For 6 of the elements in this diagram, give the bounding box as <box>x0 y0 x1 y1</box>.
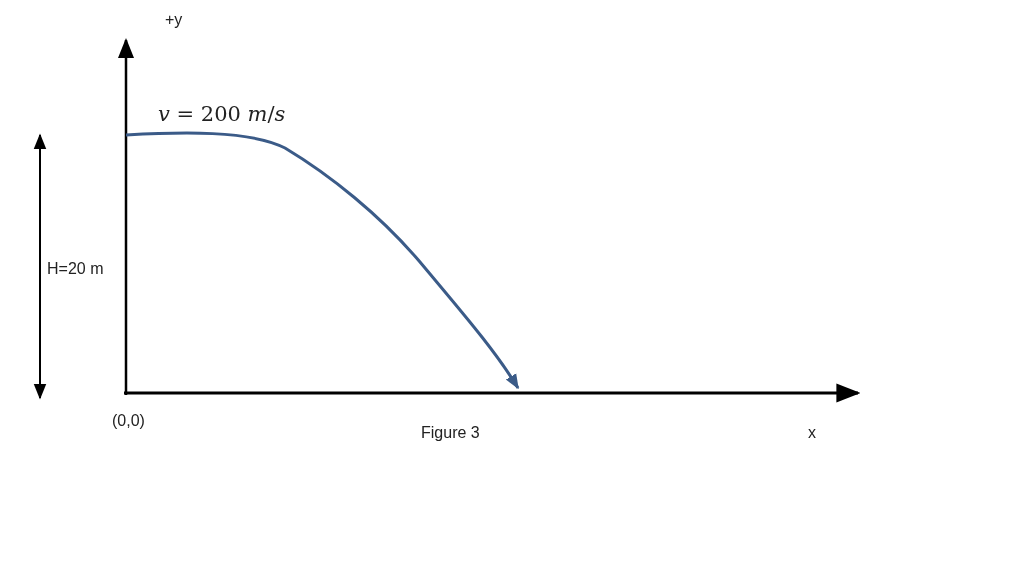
axis-label: x <box>808 423 816 443</box>
velocity-label: v = 200 m/s <box>158 102 286 128</box>
dimension-label: H=20 m <box>47 259 104 279</box>
origin-label: (0,0) <box>112 411 145 431</box>
axis-label: +y <box>165 10 183 30</box>
figure-caption: Figure 3 <box>421 423 480 443</box>
